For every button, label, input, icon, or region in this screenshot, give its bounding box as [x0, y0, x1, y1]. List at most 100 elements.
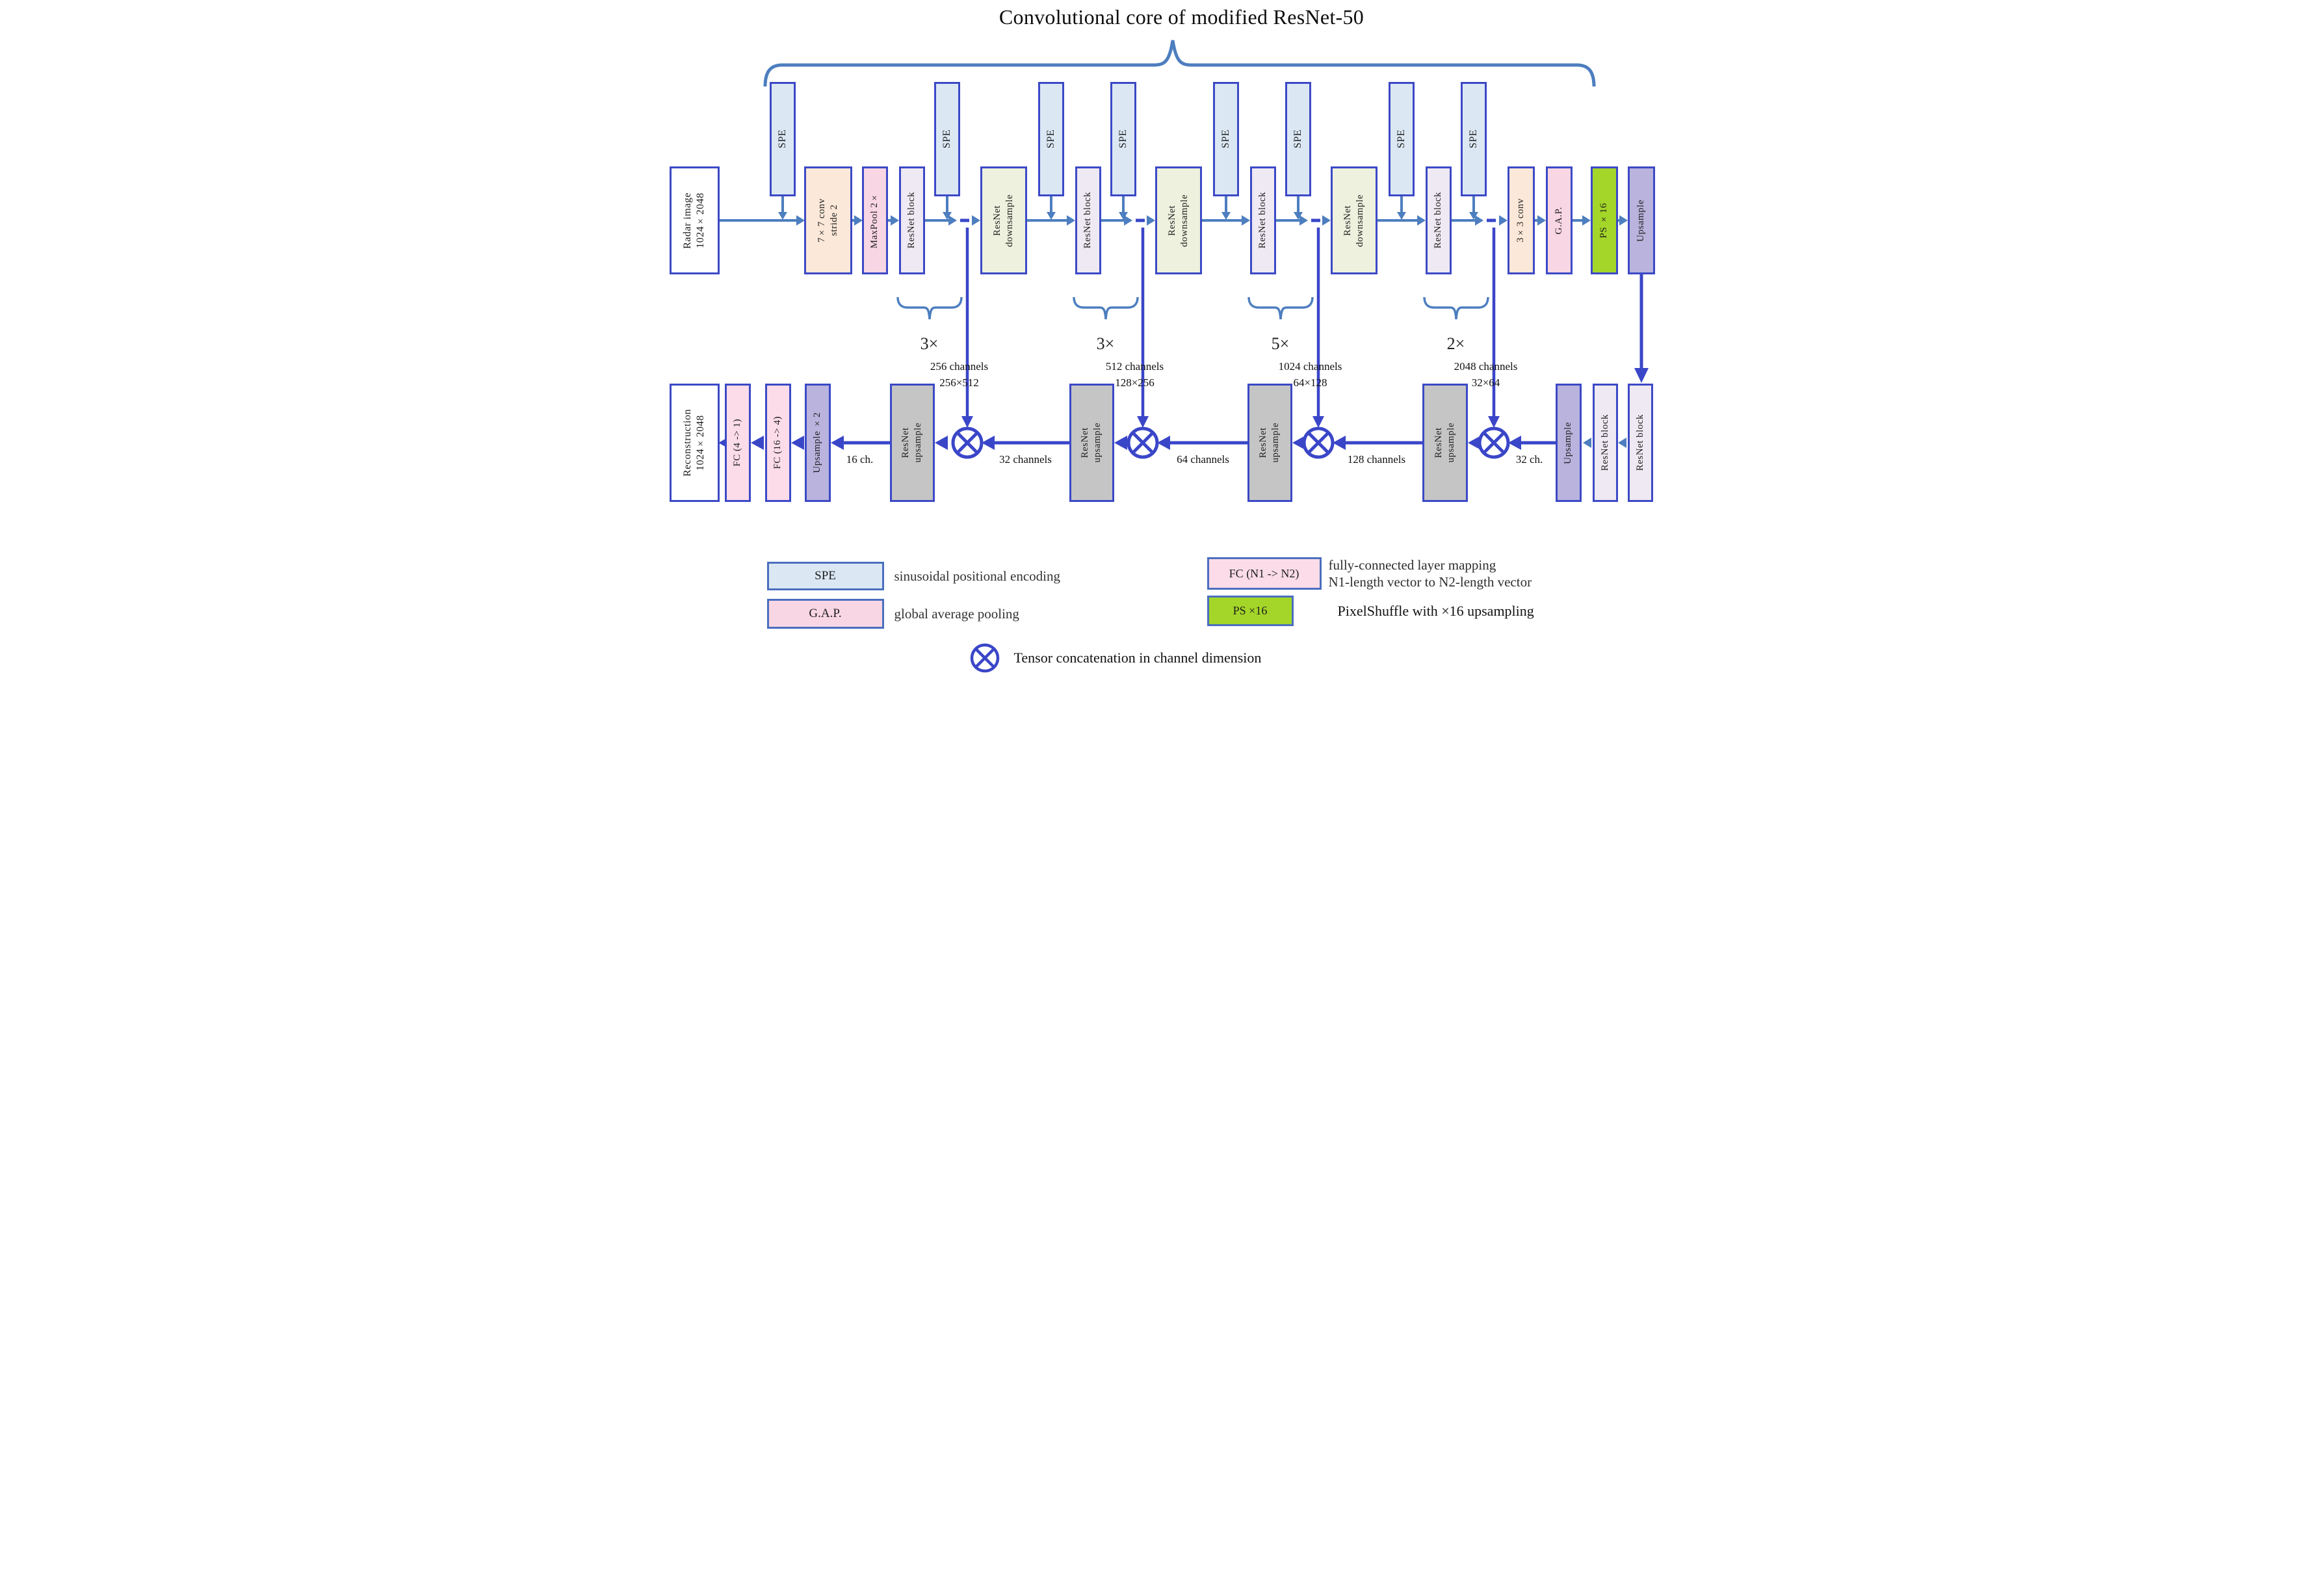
skip-label-4: 2048 channels 32×64: [1441, 359, 1532, 391]
legend-fc-desc: fully-connected layer mapping N1-length …: [1328, 557, 1532, 590]
repeat-braces: [896, 296, 1489, 320]
resnet-block-label: ResNet block: [906, 192, 917, 249]
resnet-block-label: ResNet block: [1433, 192, 1444, 249]
skip-size-4: 32×64: [1471, 376, 1500, 389]
legend-fc-swatch: FC (N1 -> N2): [1207, 557, 1322, 590]
spe-drop-arrows: [777, 196, 1478, 220]
upsample-top-box: Upsample: [1627, 166, 1655, 274]
input-radar-image-box: Radar image 1024×2048: [669, 166, 720, 274]
legend-concat-desc: Tensor concatenation in channel dimensio…: [1013, 650, 1262, 666]
resnet-block-box-4: ResNet block: [1425, 166, 1452, 274]
gap-label: G.A.P.: [1553, 206, 1564, 235]
spe-label: SPE: [1220, 129, 1231, 149]
spe-label: SPE: [1292, 129, 1303, 149]
resnet-downsample-box-3: ResNet downsample: [1330, 166, 1377, 274]
conv3x3-label: 3×3 conv: [1515, 198, 1526, 243]
spe-label: SPE: [776, 129, 788, 149]
conv7x7-label: 7×7 conv stride 2: [816, 198, 839, 243]
maxpool-label: MaxPool 2×: [869, 192, 880, 249]
connector-layer: [718, 40, 1649, 673]
skip-channels-2: 512 channels: [1105, 360, 1164, 373]
skip-label-1: 256 channels 256×512: [914, 359, 1005, 391]
diagram-title: Convolutional core of modified ResNet-50: [999, 5, 1364, 29]
skip-channels-3: 1024 channels: [1278, 360, 1342, 373]
skip-channels-1: 256 channels: [930, 360, 989, 373]
resnet-block-box-2: ResNet block: [1075, 166, 1101, 274]
legend-ps-key: PS ×16: [1233, 604, 1268, 617]
spe-box-4: SPE: [1110, 82, 1136, 196]
fc-16-4-box: FC (16 -> 4): [764, 384, 791, 502]
spe-label: SPE: [1395, 129, 1407, 149]
resnet-upsample-label: ResNet upsample: [900, 423, 923, 463]
pixelshuffle-box: PS ×16: [1590, 166, 1618, 274]
resnet-upsample-label: ResNet upsample: [1433, 423, 1456, 463]
bottom-flow-arrows: [718, 436, 1556, 450]
resnet-block-box-3: ResNet block: [1249, 166, 1276, 274]
fc-4-1-box: FC (4 -> 1): [724, 384, 751, 502]
upsample-bottom-box: Upsample: [1555, 384, 1582, 502]
spe-box-6: SPE: [1285, 82, 1311, 196]
upsample-x2-label: Upsample ×2: [812, 412, 823, 473]
skip-size-2: 128×256: [1115, 376, 1155, 389]
resnet-downsample-label: ResNet downsample: [1166, 194, 1190, 247]
top-flow-arrows: [719, 215, 1628, 226]
resnet-block-bottom-box-2: ResNet block: [1627, 384, 1653, 502]
legend-spe-swatch: SPE: [766, 562, 884, 590]
repeat-count-1: 3×: [920, 334, 939, 353]
skip-lines: [961, 228, 1649, 428]
concat-circles: [951, 427, 1509, 459]
spe-box-7: SPE: [1388, 82, 1415, 196]
resnet-block-box-1: ResNet block: [898, 166, 925, 274]
skip-label-2: 512 channels 128×256: [1090, 359, 1181, 391]
resnet-upsample-label: ResNet upsample: [1080, 423, 1103, 463]
resnet-block-bottom-box-1: ResNet block: [1592, 384, 1618, 502]
pixelshuffle-label: PS ×16: [1599, 202, 1610, 239]
upsample-x2-box: Upsample ×2: [804, 384, 831, 502]
bottom-small-arrows: [1582, 438, 1626, 448]
flow-label-32ch-short: 32 ch.: [1515, 453, 1543, 466]
legend-spe-key: SPE: [815, 569, 836, 583]
spe-box-3: SPE: [1038, 82, 1064, 196]
fc-4-1-label: FC (4 -> 1): [732, 419, 743, 467]
skip-label-3: 1024 channels 64×128: [1265, 359, 1356, 391]
repeat-count-4: 2×: [1446, 334, 1465, 353]
diagram-canvas: Convolutional core of modified ResNet-50…: [661, 0, 1663, 685]
conv3x3-box: 3×3 conv: [1507, 166, 1535, 274]
resnet-downsample-box-2: ResNet downsample: [1155, 166, 1202, 274]
legend-gap-swatch: G.A.P.: [766, 599, 884, 629]
legend-ps-desc: PixelShuffle with ×16 upsampling: [1337, 602, 1534, 619]
upsample-label: Upsample: [1636, 199, 1647, 242]
flow-label-64ch: 64 channels: [1177, 453, 1229, 466]
reconstruction-box: Reconstruction 1024×2048: [669, 384, 720, 502]
flow-gap-dashes: [960, 218, 1496, 222]
flow-label-128ch: 128 channels: [1347, 453, 1406, 466]
skip-channels-4: 2048 channels: [1454, 360, 1518, 373]
legend-gap-key: G.A.P.: [809, 607, 842, 620]
spe-box-1: SPE: [769, 82, 796, 196]
resnet-downsample-label: ResNet downsample: [1342, 194, 1365, 247]
resnet-upsample-label: ResNet upsample: [1258, 423, 1281, 463]
reconstruction-label: Reconstruction 1024×2048: [682, 409, 706, 477]
conv7x7-box: 7×7 conv stride 2: [803, 166, 852, 274]
resnet-upsample-box-2: ResNet upsample: [1069, 384, 1114, 502]
resnet-downsample-label: ResNet downsample: [991, 194, 1015, 247]
legend-concat-icon: [970, 643, 999, 673]
spe-label: SPE: [1467, 129, 1479, 149]
maxpool-box: MaxPool 2×: [861, 166, 888, 274]
resnet-block-label: ResNet block: [1634, 414, 1645, 471]
resnet-block-label: ResNet block: [1599, 414, 1610, 471]
skip-size-1: 256×512: [939, 376, 979, 389]
resnet-block-label: ResNet block: [1257, 192, 1268, 249]
spe-label: SPE: [1117, 129, 1129, 149]
resnet-downsample-box-1: ResNet downsample: [980, 166, 1027, 274]
spe-box-5: SPE: [1212, 82, 1239, 196]
flow-label-16ch: 16 ch.: [846, 453, 874, 466]
spe-label: SPE: [941, 129, 952, 149]
resnet-upsample-box-3: ResNet upsample: [1247, 384, 1292, 502]
skip-size-3: 64×128: [1293, 376, 1327, 389]
input-radar-image-label: Radar image 1024×2048: [682, 192, 706, 249]
repeat-count-2: 3×: [1096, 334, 1115, 353]
upsample-label: Upsample: [1563, 421, 1574, 464]
over-brace: [763, 40, 1595, 87]
resnet-upsample-box-4: ResNet upsample: [1422, 384, 1468, 502]
